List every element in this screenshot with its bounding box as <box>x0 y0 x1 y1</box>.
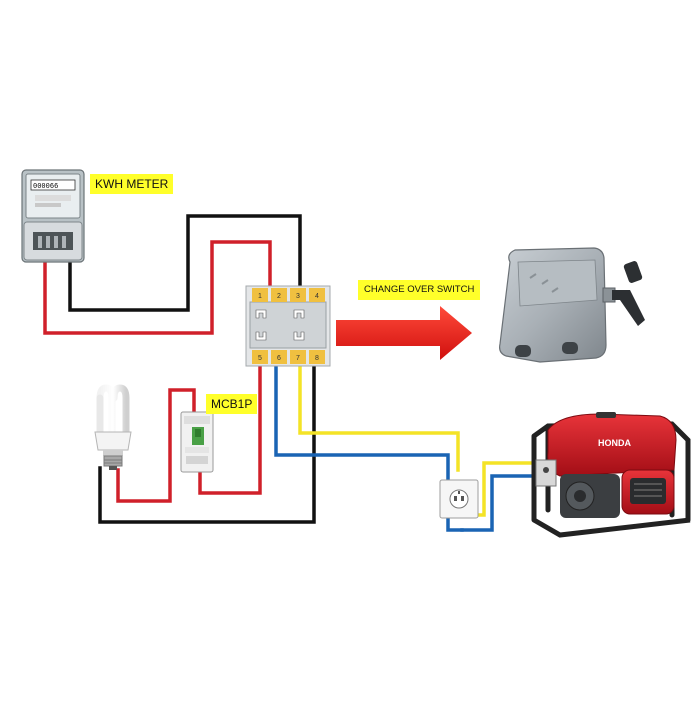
svg-text:000066: 000066 <box>33 182 58 190</box>
terminal-pad <box>290 350 306 364</box>
terminal-pad <box>252 350 268 364</box>
terminal-label-4: 4 <box>315 293 319 300</box>
wire-meter-live-red <box>43 240 272 335</box>
wire-load-live-red <box>198 352 262 495</box>
kwh-meter-label: KWH METER <box>90 174 174 194</box>
terminal-label-6: 6 <box>277 355 281 362</box>
terminal-label-1: 1 <box>258 293 262 300</box>
terminal-pad <box>271 288 287 302</box>
terminal-label-3: 3 <box>296 293 300 300</box>
wire-load-neutral-black <box>98 348 316 524</box>
changeover-switch-diagram: 1 2 3 4 5 6 7 8 <box>245 285 331 367</box>
mcb-breaker-icon <box>180 411 214 473</box>
terminal-pad <box>309 350 325 364</box>
mcb-label: MCB1P <box>206 394 258 414</box>
generator-brand: HONDA <box>598 438 631 448</box>
terminal-label-7: 7 <box>296 355 300 362</box>
wire-socket-gen-blue <box>460 474 542 532</box>
terminal-pad <box>271 350 287 364</box>
bulb-icon <box>94 384 132 470</box>
kwh-meter-icon: 000066 <box>21 169 85 263</box>
wire-socket-gen-yellow <box>476 461 542 517</box>
wire-mcb-to-bulb-red <box>116 388 196 503</box>
arrow-icon <box>336 306 472 360</box>
terminal-label-5: 5 <box>258 355 262 362</box>
wire-meter-neutral-black <box>68 214 302 312</box>
terminal-pad <box>290 288 306 302</box>
wire-gen-live-yellow <box>298 352 460 472</box>
terminal-pad <box>309 288 325 302</box>
changeover-switch-label: CHANGE OVER SWITCH <box>358 280 481 300</box>
wire-gen-neutral-blue <box>274 352 464 532</box>
terminal-pad <box>252 288 268 302</box>
terminal-label-2: 2 <box>277 293 281 300</box>
terminal-label-8: 8 <box>315 355 319 362</box>
wall-socket-icon <box>439 479 479 519</box>
changeover-switch-icon <box>499 247 645 363</box>
generator-icon: HONDA <box>531 412 691 538</box>
